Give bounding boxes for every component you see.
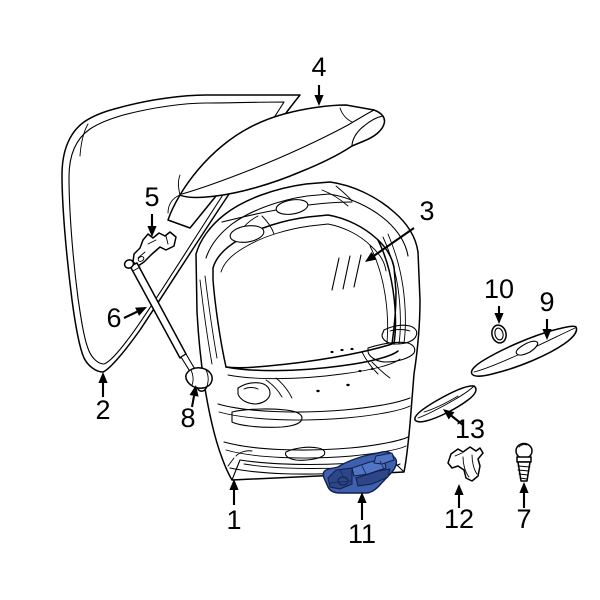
callout-number-label[interactable]: 10	[484, 274, 514, 304]
arrowhead-icon	[443, 409, 455, 420]
arrowhead-icon	[519, 482, 529, 493]
callout-5-liftgate-hinge[interactable]: 5	[144, 182, 160, 237]
leader-line	[373, 227, 415, 257]
callout-4-rear-spoiler[interactable]: 4	[311, 52, 327, 106]
arrowhead-icon	[229, 479, 239, 490]
callout-number-label[interactable]: 11	[348, 519, 376, 549]
callout-number-label[interactable]: 5	[144, 182, 159, 212]
part-4-rear-spoiler[interactable]	[167, 104, 386, 229]
part-13-applique-trim[interactable]	[414, 385, 477, 423]
arrowhead-icon	[454, 484, 464, 495]
part-10-grommet[interactable]	[490, 324, 508, 345]
part-2-weatherstrip-seal[interactable]	[61, 94, 301, 373]
callout-number-label[interactable]: 4	[311, 52, 326, 82]
leader-line	[190, 395, 196, 408]
callout-number-label[interactable]: 1	[226, 505, 241, 535]
callout-number-label[interactable]: 9	[539, 287, 554, 317]
part-7-ball-stud-screw[interactable]	[515, 442, 533, 482]
arrowhead-icon	[365, 251, 377, 262]
callout-8-strut-ball-socket[interactable]: 8	[180, 385, 199, 433]
leader-line	[123, 310, 138, 319]
arrowhead-icon	[147, 226, 157, 237]
arrowhead-icon	[494, 313, 504, 324]
part-12-retainer-clip[interactable]	[447, 446, 484, 482]
callout-7-ball-stud-screw[interactable]: 7	[516, 482, 532, 534]
callout-number-label[interactable]: 8	[180, 403, 195, 433]
arrowhead-icon	[135, 307, 147, 316]
arrowhead-icon	[542, 329, 552, 340]
part-9-liftgate-handle-molding[interactable]	[470, 325, 578, 377]
arrowhead-icon	[98, 372, 108, 383]
part-5-liftgate-hinge[interactable]	[132, 231, 177, 267]
callout-number-label[interactable]: 12	[444, 504, 474, 534]
callout-number-label[interactable]: 13	[455, 414, 485, 444]
callout-9-liftgate-handle-molding[interactable]: 9	[539, 287, 555, 340]
arrowhead-icon	[357, 492, 367, 503]
callout-12-retainer-clip[interactable]: 12	[444, 484, 474, 534]
part-3-glass-hatching	[331, 254, 362, 291]
callout-number-label[interactable]: 7	[516, 504, 531, 534]
arrowhead-icon	[189, 385, 199, 397]
leader-line	[450, 415, 464, 426]
callout-13-liftgate-applique-trim[interactable]: 13	[443, 409, 485, 444]
part-11-liftgate-latch-assembly[interactable]	[322, 451, 398, 494]
callout-number-label[interactable]: 3	[419, 196, 434, 226]
callout-10-grommet[interactable]: 10	[484, 274, 514, 324]
callout-number-label[interactable]: 6	[106, 303, 121, 333]
part-1-liftgate-panel[interactable]	[195, 181, 421, 481]
callout-1-liftgate-panel[interactable]: 1	[226, 479, 242, 535]
callout-2-liftgate-weatherstrip-seal[interactable]: 2	[95, 372, 111, 425]
callout-11-liftgate-latch-assembly[interactable]: 11	[348, 492, 376, 549]
callout-6-gas-lift-support-strut[interactable]: 6	[106, 303, 147, 333]
arrowhead-icon	[314, 95, 324, 106]
callout-3-liftgate-glass[interactable]: 3	[365, 196, 435, 262]
part-8-strut-ball-socket[interactable]	[185, 367, 213, 389]
callout-number-label[interactable]: 2	[95, 395, 110, 425]
